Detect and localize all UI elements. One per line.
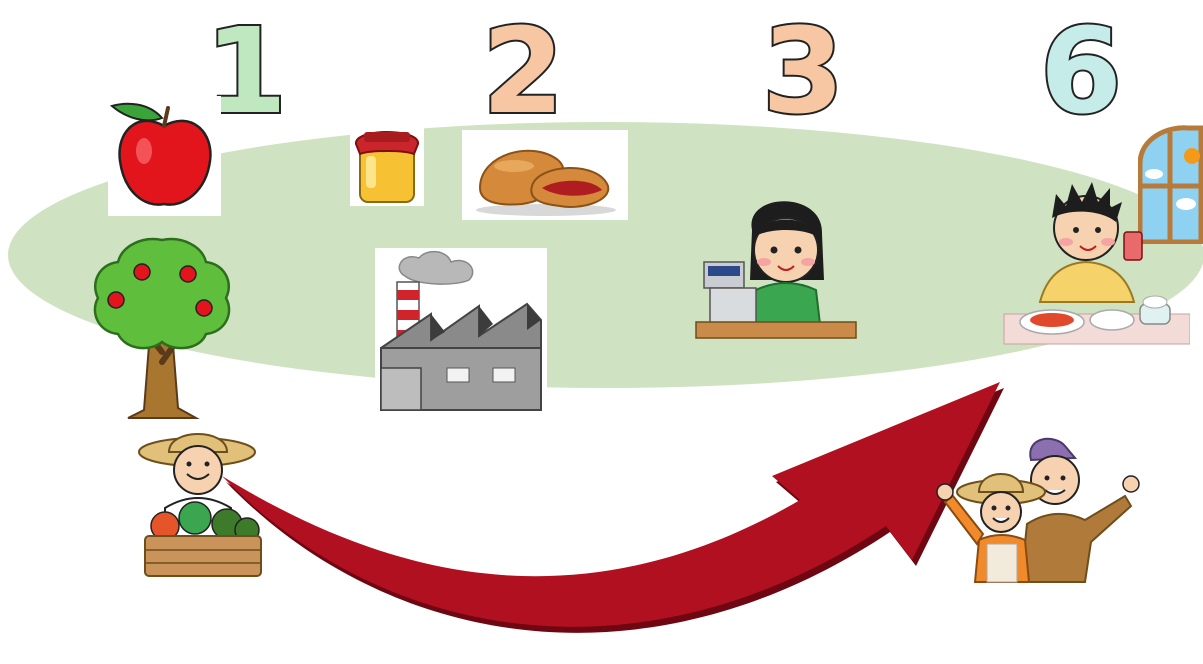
eating-boy-icon	[1000, 176, 1191, 348]
step-numeral-6: 6	[1038, 2, 1124, 140]
farmer-icon	[135, 418, 265, 586]
happy-farmers-icon	[935, 436, 1150, 584]
step-numeral-2: 2	[480, 2, 566, 140]
bread-icon	[462, 130, 628, 220]
window-icon	[1137, 124, 1203, 245]
factory-icon	[375, 248, 547, 416]
cashier-icon	[694, 190, 858, 342]
jam-jar-icon	[350, 120, 424, 206]
apple-icon	[108, 96, 221, 216]
apple-tree-icon	[88, 232, 236, 420]
step-numeral-3: 3	[760, 2, 846, 140]
